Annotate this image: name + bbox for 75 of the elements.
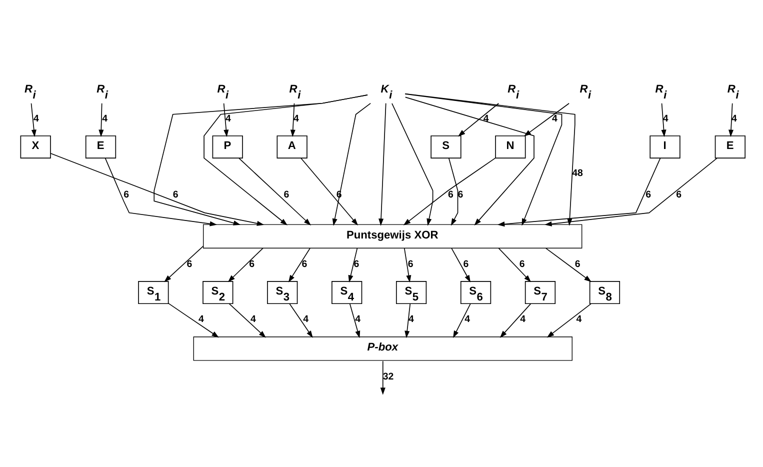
- edge-label: 6: [646, 190, 652, 201]
- edge-label: 4: [552, 113, 558, 124]
- edge-label: 6: [124, 190, 130, 201]
- arrow: [500, 303, 532, 338]
- edge-label: 6: [302, 259, 308, 270]
- arrow: [448, 158, 458, 226]
- node-box: S: [430, 135, 462, 158]
- edge-label: 4: [34, 113, 39, 124]
- arrow: [451, 248, 471, 282]
- edge-label: 4: [464, 314, 470, 325]
- arrow: [98, 102, 104, 137]
- arrow: [380, 360, 386, 395]
- arrow: [728, 102, 734, 137]
- arrow: [289, 303, 313, 338]
- edge-label: 4: [226, 113, 231, 124]
- arrow: [50, 153, 264, 226]
- node-box: P-box: [193, 336, 572, 361]
- arrow: [300, 158, 358, 226]
- arrow: [154, 94, 368, 226]
- arrow: [290, 102, 296, 137]
- arrow: [349, 303, 360, 338]
- edge-label: 4: [355, 314, 361, 325]
- arrow: [30, 102, 36, 137]
- edge-label: 6: [249, 259, 254, 270]
- edge-label: 6: [463, 259, 469, 270]
- node-box: A: [276, 135, 308, 158]
- node-box: E: [85, 135, 116, 158]
- edge-label: 6: [458, 190, 464, 201]
- arrow: [164, 246, 204, 282]
- arrow: [204, 94, 368, 226]
- node-box: E: [714, 135, 746, 158]
- edge-label: 4: [198, 314, 204, 325]
- edge-label: 6: [676, 190, 682, 201]
- arrow: [546, 303, 592, 338]
- edge-label: 6: [186, 259, 192, 270]
- arrow: [168, 302, 219, 338]
- arrow: [348, 248, 358, 282]
- edge-label: 4: [250, 314, 256, 325]
- edge-label: 6: [354, 259, 360, 270]
- edge-label: 4: [576, 314, 582, 325]
- node-box: X: [20, 135, 51, 158]
- node-box: N: [495, 135, 526, 158]
- edge-label: 4: [102, 113, 108, 124]
- arrow: [458, 102, 500, 136]
- arrow: [392, 103, 434, 226]
- arrow: [104, 158, 218, 226]
- arrow: [228, 248, 264, 282]
- arrow: [545, 248, 592, 282]
- node-box: I: [650, 135, 680, 158]
- edge-label: 6: [172, 190, 178, 201]
- edge-label: 6: [519, 259, 525, 270]
- edge-label: 4: [408, 314, 414, 325]
- arrow: [332, 102, 371, 226]
- edge-label: 6: [574, 259, 580, 270]
- arrow: [403, 158, 496, 226]
- arrow: [404, 303, 411, 338]
- arrow: [238, 158, 312, 226]
- edge-label: 6: [448, 190, 454, 201]
- arrow: [498, 248, 532, 282]
- edge-label: 48: [572, 168, 583, 180]
- edge-label: 4: [520, 314, 526, 325]
- node-box: Puntsgewijs XOR: [203, 224, 582, 248]
- arrow: [378, 102, 386, 226]
- arrow: [404, 248, 412, 282]
- arrow: [228, 303, 266, 338]
- arrow: [288, 248, 311, 282]
- arrow: [223, 102, 229, 137]
- arrow: [453, 303, 471, 338]
- edge-label: 6: [408, 259, 414, 270]
- edge-label: 4: [303, 314, 309, 325]
- edge-label: 4: [662, 113, 668, 124]
- node-box: P: [212, 135, 243, 158]
- arrow: [661, 102, 666, 137]
- edge-label: 6: [284, 190, 290, 201]
- edge-label: 4: [293, 113, 299, 124]
